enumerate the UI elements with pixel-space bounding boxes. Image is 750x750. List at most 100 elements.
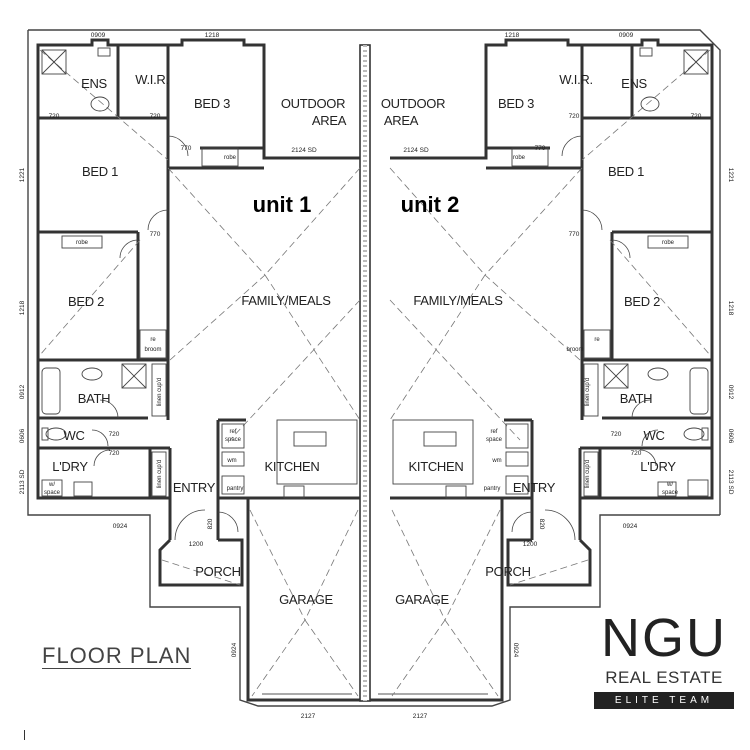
dimension-side-window: 1218 [19,300,26,315]
dimension-side-window: 0912 [727,385,734,400]
unit-1-fixtures [41,47,327,499]
ws-label: w/ [666,482,673,488]
dimension-top-window: 1218 [505,32,520,39]
linen-cupboard-label: linen cup'd [157,378,163,407]
dimension-entry-door: 1200 [523,541,538,548]
wc-label: WC [643,428,664,443]
outdoor-area-label-2: AREA [384,113,419,128]
dimension-door: 720 [569,113,580,120]
dimension-door: 720 [109,431,120,438]
dimension-labels: 0909 1218 0909 1218 720 720 770 770 2124… [19,32,734,720]
outer-walls [27,29,721,707]
dimension-side-window: 1218 [727,301,734,316]
dimension-bottom-window: 0924 [623,523,638,530]
dimension-sliding-door: 2124 SD [291,147,317,154]
ref-space-label: ref [490,429,497,435]
broom-label: re [150,337,156,343]
dimension-garage-window: 0924 [512,643,519,658]
bed-1-label: BED 1 [608,164,644,179]
unit-2-room-labels: ENS W.I.R. BED 3 OUTDOOR AREA BED 1 BED … [381,72,677,607]
unit-1-walls [38,45,360,587]
floor-plan-title: FLOOR PLAN [42,643,192,669]
dimension-sliding-door: 2124 SD [403,147,429,154]
robe-label: robe [662,240,675,246]
laundry-label: L'DRY [640,459,676,474]
ref-space-label-2: space [486,437,503,443]
wm-label: wm [491,458,501,464]
dimension-door: 770 [150,231,161,238]
bed-3-label: BED 3 [194,96,230,111]
dimension-door: 820 [207,518,214,529]
dimension-side-door: 2113 SD [19,469,26,494]
outdoor-area-label: OUTDOOR [281,96,345,111]
dimension-garage-door: 2127 [301,713,316,720]
dimension-side-window: 0606 [19,428,26,443]
roof-lines [39,49,711,697]
fixture-labels: robe robe re broom linen cup'd linen cup… [44,155,679,496]
wc-label: WC [63,428,84,443]
dimension-top-window: 0909 [619,32,634,39]
bath-label: BATH [620,391,653,406]
unit-1-room-labels: ENS W.I.R. BED 3 OUTDOOR AREA BED 1 BED … [52,72,347,607]
pantry-label: pantry [484,486,501,492]
ens-label: ENS [621,76,647,91]
ens-label: ENS [81,76,107,91]
bed-2-label: BED 2 [68,294,104,309]
garage-label: GARAGE [279,592,333,607]
corner-mark [24,730,25,740]
unit-2-fixtures [423,47,709,499]
dimension-entry-door: 1200 [189,541,204,548]
unit-1-label: unit 1 [253,192,312,217]
brand-logo: NGU REAL ESTATE ELITE TEAM [594,610,734,709]
dimension-garage-window: 0924 [231,642,238,657]
dimension-door: 720 [611,431,622,438]
dimension-garage-door: 2127 [413,713,428,720]
broom-label-2: broom [566,347,583,353]
dimension-top-window: 0909 [91,32,106,39]
bed-3-label: BED 3 [498,96,534,111]
dimension-side-window: 1221 [19,167,26,182]
dimension-side-window: 0606 [727,429,734,444]
outdoor-area-label: OUTDOOR [381,96,445,111]
linen-cupboard-label: linen cup'd [585,460,591,489]
ref-space-label-2: space [225,437,242,443]
kitchen-label: KITCHEN [265,459,320,474]
dimension-door: 720 [150,113,161,120]
ws-label: w/ [48,482,55,488]
dimension-door: 770 [535,145,546,152]
garage-label: GARAGE [395,592,449,607]
laundry-label: L'DRY [52,459,88,474]
bed-2-label: BED 2 [624,294,660,309]
dimension-side-door: 2113 SD [727,470,734,495]
ref-space-label: ref [229,429,236,435]
dimension-door: 720 [631,450,642,457]
dimension-door: 720 [109,450,120,457]
bath-label: BATH [78,391,111,406]
family-meals-label: FAMILY/MEALS [241,293,331,308]
porch-label: PORCH [485,564,530,579]
dimension-bottom-window: 0924 [113,523,128,530]
kitchen-label: KITCHEN [409,459,464,474]
robe-label: robe [76,240,89,246]
entry-label: ENTRY [513,480,556,495]
linen-cupboard-label: linen cup'd [585,378,591,407]
brand-name: NGU [601,608,727,668]
pantry-label: pantry [227,486,244,492]
dimension-door: 820 [538,519,545,530]
dimension-side-window: 0912 [19,384,26,399]
bed-1-label: BED 1 [82,164,118,179]
dimension-door: 770 [569,231,580,238]
dimension-door: 770 [181,145,192,152]
broom-label-2: broom [144,347,161,353]
dimension-top-window: 1218 [205,32,220,39]
unit-2-label: unit 2 [401,192,460,217]
dimension-side-window: 1221 [727,168,734,183]
brand-subtitle: REAL ESTATE [605,668,723,687]
wir-label: W.I.R. [135,72,169,87]
dimension-door: 720 [49,113,60,120]
door-swings [91,135,659,541]
porch-label: PORCH [195,564,240,579]
wir-label: W.I.R. [559,72,593,87]
ws-label-2: space [662,490,679,496]
